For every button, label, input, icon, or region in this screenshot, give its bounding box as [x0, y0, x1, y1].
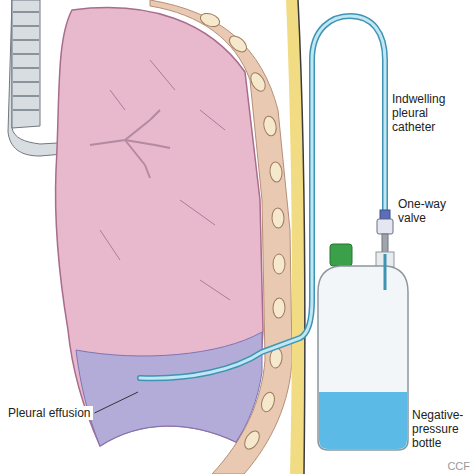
part-label: One-way valve	[398, 197, 456, 225]
part-label: Pleural effusion	[6, 406, 93, 420]
skin-line	[298, 0, 305, 474]
part-label: Negative-pressure bottle	[412, 408, 472, 450]
lung-vessels	[100, 60, 230, 300]
part-label: Indwelling pleural catheter	[392, 92, 454, 134]
pleural-effusion-fluid	[76, 332, 262, 446]
one-way-valve	[377, 210, 393, 254]
bronchi	[90, 110, 170, 178]
leader-line	[95, 392, 139, 413]
negative-pressure-bottle	[318, 244, 408, 450]
watermark: CCF	[447, 459, 470, 473]
fat-layer	[286, 0, 305, 474]
